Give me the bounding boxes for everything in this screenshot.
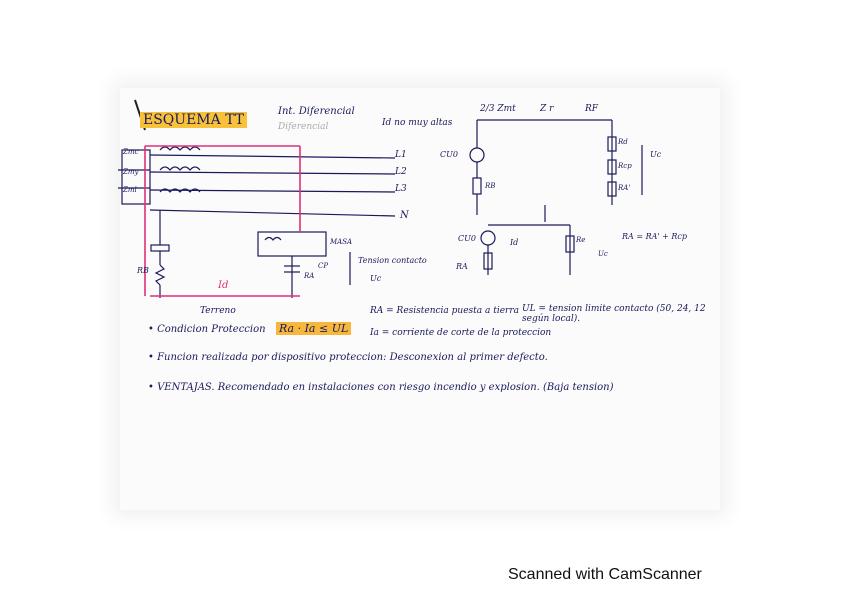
series-label-3: RF xyxy=(585,104,599,114)
int-sub-label: Diferencial xyxy=(278,122,329,132)
uc-label: Uc xyxy=(370,274,382,283)
line-label-l3: L3 xyxy=(395,184,407,194)
bullet-function: • Funcion realizada por dispositivo prot… xyxy=(148,352,548,363)
cu0-bottom-label: CU0 xyxy=(458,234,476,243)
id-label-left: Id xyxy=(218,280,229,291)
id-right-label: Id xyxy=(510,238,519,247)
ul-definition: UL = tension limite contacto (50, 24, 12… xyxy=(522,304,706,324)
line-label-l1: L1 xyxy=(395,150,407,160)
coil-1 xyxy=(159,146,201,151)
rd-label: Rd xyxy=(618,138,628,146)
line-l2 xyxy=(149,171,396,175)
ra-prime-label: RA' xyxy=(618,184,631,192)
source-label-3: Zml xyxy=(123,186,137,194)
camscanner-footer: Scanned with CamScanner xyxy=(508,566,702,583)
ul-right-label: Uc xyxy=(598,250,608,258)
ra-label-left: RA xyxy=(304,272,315,280)
ra-right-label: RA xyxy=(456,262,468,271)
uc-right-label: Uc xyxy=(650,150,662,159)
rb-resistor xyxy=(154,264,166,286)
transformer-box xyxy=(121,149,151,205)
rcp-label: Rcp xyxy=(618,162,632,170)
series-label-2: Z r xyxy=(540,104,554,114)
ia-definition: Ia = corriente de corte de la proteccion xyxy=(370,328,552,338)
source-top xyxy=(469,147,485,163)
coil-2 xyxy=(159,166,201,171)
cp-label: CP xyxy=(318,262,329,270)
line-label-n: N xyxy=(400,210,409,221)
ra-formula: RA = RA' + Rcp xyxy=(622,232,688,241)
bullet-ventajas: • VENTAJAS. Recomendado en instalaciones… xyxy=(148,382,614,393)
line-l1 xyxy=(149,154,396,159)
int-diferencial-label: Int. Diferencial xyxy=(278,106,355,117)
id-note: Id no muy altas xyxy=(382,118,453,128)
fault-path xyxy=(134,99,301,297)
series-label-1: 2/3 Zmt xyxy=(480,104,516,114)
equivalent-circuit xyxy=(469,119,643,275)
page-title: ESQUEMA TT xyxy=(140,112,248,128)
source-label-1: Zmc xyxy=(123,148,139,156)
source-bottom xyxy=(480,230,496,246)
masa-label: MASA xyxy=(330,238,353,246)
condition-label: • Condicion Proteccion xyxy=(148,324,266,335)
ra-definition: RA = Resistencia puesta a tierra xyxy=(370,306,520,316)
line-l3 xyxy=(149,189,396,193)
terreno-label: Terreno xyxy=(200,306,236,316)
rb-label-left: RB xyxy=(137,266,149,275)
re-label: Re xyxy=(576,236,586,244)
rb-label-right: RB xyxy=(485,182,496,190)
condition-formula: Ra · Ia ≤ UL xyxy=(276,322,352,335)
scanned-page xyxy=(120,88,720,510)
masa-box xyxy=(257,231,327,257)
cu0-top-label: CU0 xyxy=(440,150,458,159)
coil-3 xyxy=(159,188,201,193)
line-n xyxy=(149,209,396,217)
source-label-2: Zmy xyxy=(123,168,139,176)
tension-contacto-label: Tension contacto xyxy=(358,256,427,265)
line-label-l2: L2 xyxy=(395,167,407,177)
